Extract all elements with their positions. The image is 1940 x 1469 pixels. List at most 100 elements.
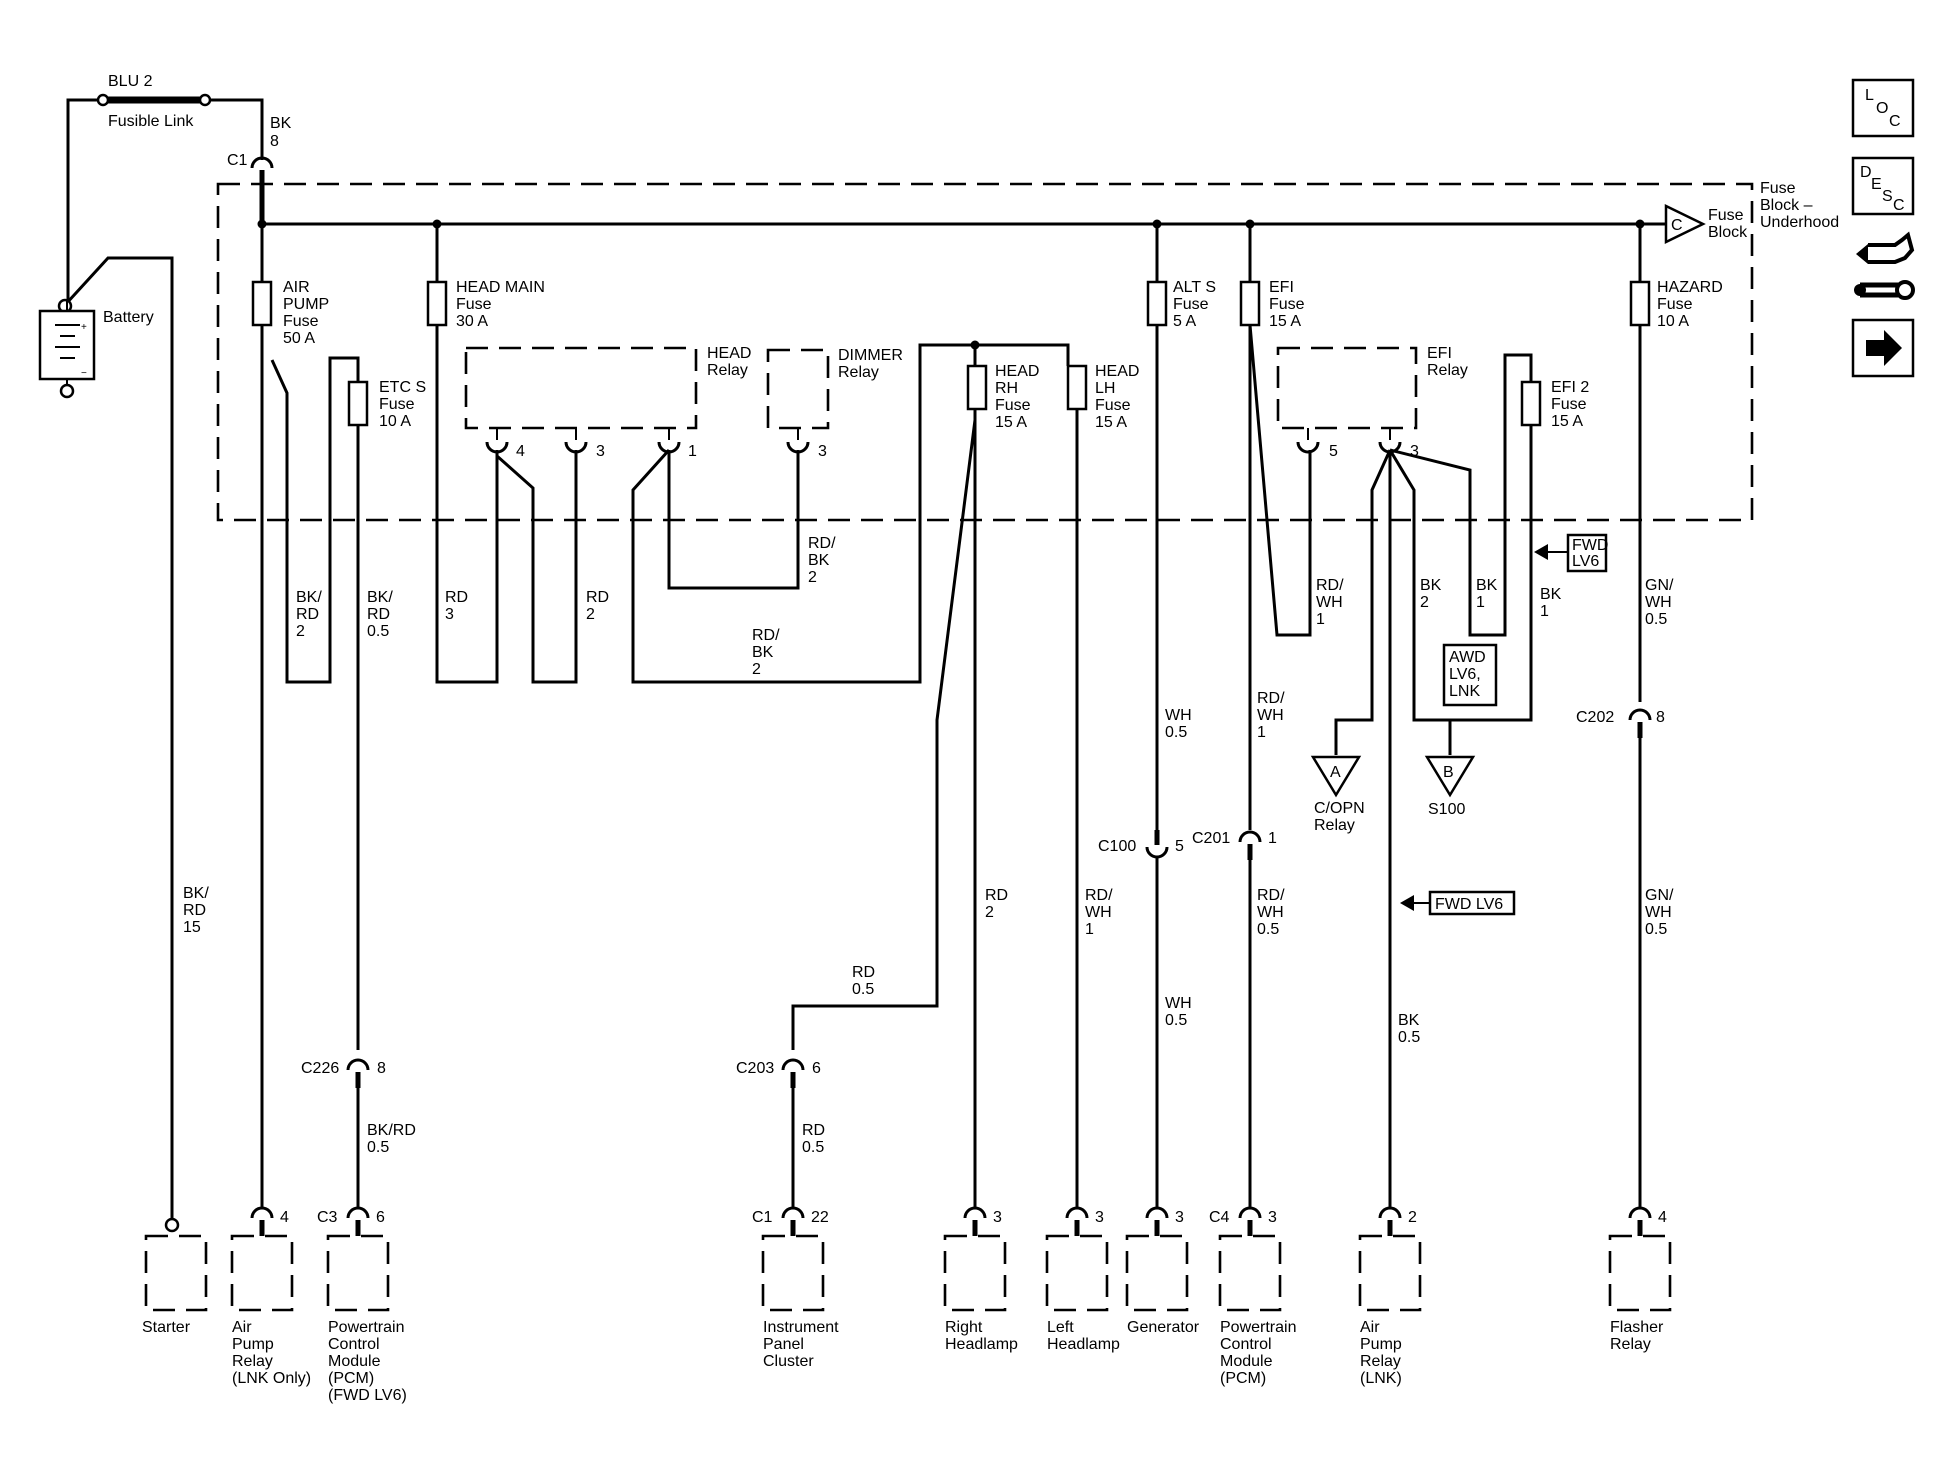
svg-text:50 A: 50 A	[283, 330, 315, 347]
component-label: Air	[232, 1319, 252, 1336]
svg-text:E: E	[1871, 176, 1882, 193]
svg-text:15 A: 15 A	[995, 414, 1027, 431]
component-label: Relay	[232, 1353, 273, 1370]
svg-text:30 A: 30 A	[456, 313, 488, 330]
svg-text:BK: BK	[752, 644, 774, 661]
svg-text:BK: BK	[1420, 577, 1442, 594]
svg-text:FWD: FWD	[1572, 537, 1608, 554]
svg-text:ETC S: ETC S	[379, 379, 426, 396]
component-pin: 3	[1268, 1209, 1277, 1226]
svg-text:15 A: 15 A	[1551, 413, 1583, 430]
wrench-icon[interactable]	[1854, 280, 1915, 300]
svg-text:BK/RD: BK/RD	[367, 1122, 416, 1139]
svg-text:Fuse: Fuse	[456, 296, 492, 313]
svg-text:O: O	[1876, 100, 1888, 117]
svg-text:S100: S100	[1428, 801, 1465, 818]
svg-text:Fusible Link: Fusible Link	[108, 113, 194, 130]
fuse-head-rh: HEAD RH Fuse 15 A	[966, 363, 1039, 431]
svg-text:0.5: 0.5	[802, 1139, 824, 1156]
svg-text:15: 15	[183, 919, 201, 936]
svg-text:WH: WH	[1645, 594, 1672, 611]
component-label: Cluster	[763, 1353, 814, 1370]
svg-text:GN/: GN/	[1645, 577, 1674, 594]
svg-text:WH: WH	[1165, 995, 1192, 1012]
component-label: Powertrain	[1220, 1319, 1296, 1336]
component-label: Panel	[763, 1336, 804, 1353]
svg-text:2: 2	[985, 904, 994, 921]
svg-text:WH: WH	[1257, 707, 1284, 724]
component-label: (FWD LV6)	[328, 1387, 407, 1404]
svg-text:0.5: 0.5	[367, 1139, 389, 1156]
svg-text:WH: WH	[1165, 707, 1192, 724]
component-label: Right	[945, 1319, 983, 1336]
svg-text:B: B	[1443, 764, 1454, 781]
svg-text:2: 2	[296, 623, 305, 640]
svg-text:WH: WH	[1257, 904, 1284, 921]
svg-text:Relay: Relay	[707, 362, 748, 379]
svg-text:HEAD: HEAD	[995, 363, 1039, 380]
svg-text:LNK: LNK	[1449, 683, 1480, 700]
svg-text:2: 2	[1420, 594, 1429, 611]
svg-text:RD: RD	[852, 964, 875, 981]
svg-text:8: 8	[1656, 709, 1665, 726]
svg-text:GN/: GN/	[1645, 887, 1674, 904]
svg-text:2: 2	[752, 661, 761, 678]
svg-text:3: 3	[818, 443, 827, 460]
svg-text:1: 1	[1540, 603, 1549, 620]
svg-text:C: C	[1889, 113, 1901, 130]
svg-text:5: 5	[1329, 443, 1338, 460]
desc-button[interactable]: D E S C	[1851, 156, 1915, 216]
svg-text:5 A: 5 A	[1173, 313, 1196, 330]
component-pin: 4	[280, 1209, 289, 1226]
component-label: Module	[328, 1353, 381, 1370]
fuse-etc-s: ETC S Fuse 10 A	[347, 379, 426, 430]
fuse-block-label: Fuse Block – Underhood	[1760, 180, 1839, 231]
svg-text:Relay: Relay	[1314, 817, 1355, 834]
component-pin: 3	[993, 1209, 1002, 1226]
component-connector: C1	[752, 1209, 773, 1226]
svg-text:BK: BK	[1476, 577, 1498, 594]
next-button[interactable]	[1851, 318, 1915, 378]
svg-text:3: 3	[1410, 443, 1419, 460]
fuse-head-main: HEAD MAIN Fuse 30 A	[426, 224, 545, 330]
offpage-a-copn-relay: A C/OPN Relay	[1310, 755, 1365, 834]
svg-text:2: 2	[586, 606, 595, 623]
fuse-block-connector-c: C Fuse Block	[1664, 204, 1748, 244]
svg-text:EFI: EFI	[1427, 345, 1452, 362]
connector-c201: C201 1	[1192, 830, 1277, 860]
svg-text:0.5: 0.5	[1257, 921, 1279, 938]
svg-text:Fuse: Fuse	[1708, 207, 1744, 224]
loc-button[interactable]: L O C	[1851, 78, 1915, 138]
component-label: (LNK)	[1360, 1370, 1402, 1387]
svg-text:−: −	[81, 368, 87, 379]
svg-text:15 A: 15 A	[1095, 414, 1127, 431]
svg-text:RD: RD	[367, 606, 390, 623]
svg-text:WH: WH	[1645, 904, 1672, 921]
svg-text:DIMMER: DIMMER	[838, 347, 903, 364]
svg-text:Fuse: Fuse	[1173, 296, 1209, 313]
svg-text:Fuse: Fuse	[1760, 180, 1796, 197]
svg-text:RD: RD	[586, 589, 609, 606]
svg-text:RD: RD	[802, 1122, 825, 1139]
component-label: Left	[1047, 1319, 1074, 1336]
svg-text:A: A	[1330, 764, 1341, 781]
starter: Starter	[142, 1217, 208, 1336]
svg-text:Fuse: Fuse	[1269, 296, 1305, 313]
svg-text:PUMP: PUMP	[283, 296, 329, 313]
component-pin: 22	[811, 1209, 829, 1226]
ground-symbol-icon[interactable]	[1856, 231, 1915, 264]
battery: + − Battery	[38, 256, 174, 1223]
svg-text:RD/: RD/	[1085, 887, 1113, 904]
svg-text:HEAD MAIN: HEAD MAIN	[456, 279, 545, 296]
option-tag-fwd-lv6-a: FWD LV6	[1534, 533, 1608, 573]
svg-text:AWD: AWD	[1449, 649, 1486, 666]
fuse-head-lh: HEAD LH Fuse 15 A	[1066, 363, 1139, 431]
svg-text:BK: BK	[270, 115, 292, 132]
svg-text:HEAD: HEAD	[1095, 363, 1139, 380]
svg-text:BK: BK	[1540, 586, 1562, 603]
component-connector: C4	[1209, 1209, 1230, 1226]
